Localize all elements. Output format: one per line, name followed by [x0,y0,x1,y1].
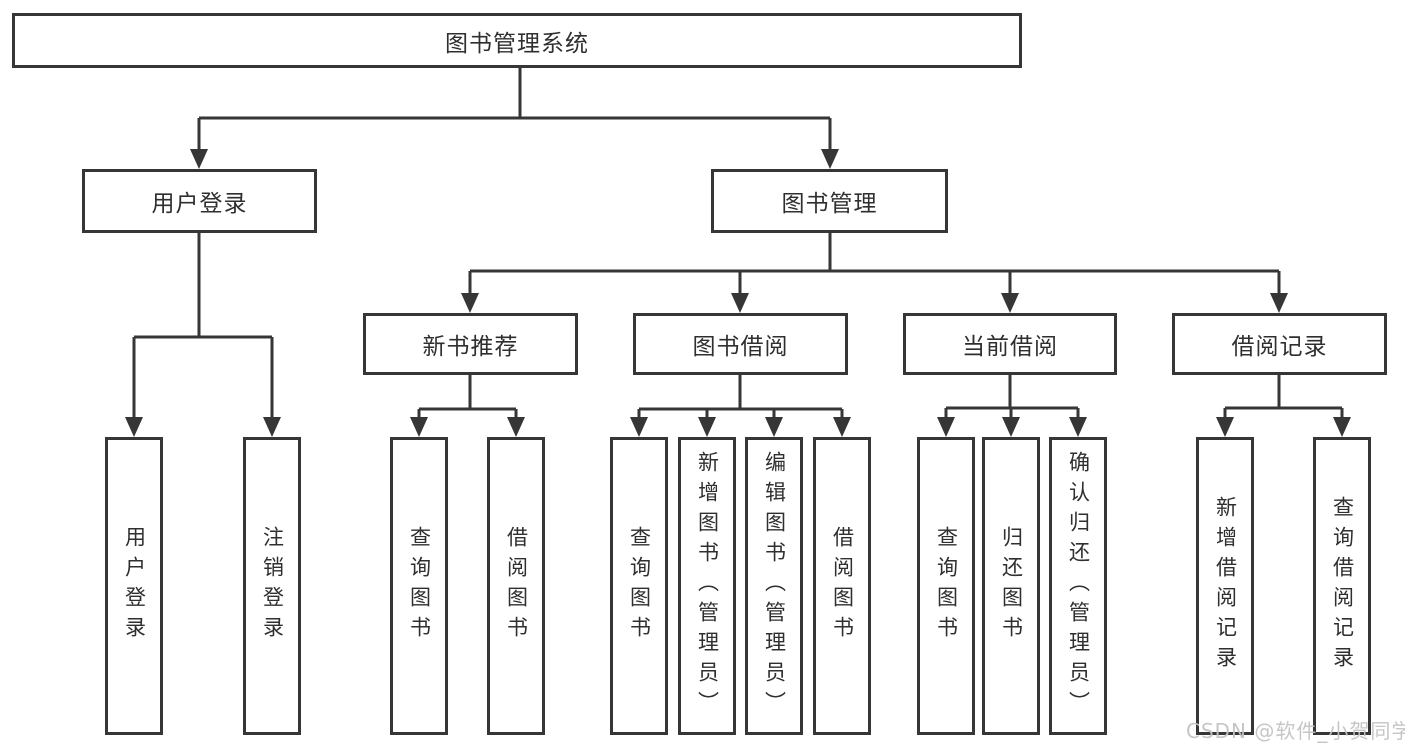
leaf-query-book-recommend: 查询图书 [390,437,448,735]
leaf-add-borrow-record-label: 新增借阅记录 [1213,496,1238,676]
leaf-query-borrow-record: 查询借阅记录 [1313,437,1371,735]
leaf-return-book: 归还图书 [982,437,1040,735]
leaf-query-book-current: 查询图书 [917,437,975,735]
leaf-query-book-borrow: 查询图书 [610,437,668,735]
leaf-logout-login-label: 注销登录 [260,526,285,646]
leaf-borrow-book: 借阅图书 [813,437,871,735]
node-book-borrow: 图书借阅 [633,313,848,375]
leaf-query-book-borrow-label: 查询图书 [627,526,652,646]
leaf-borrow-book-recommend: 借阅图书 [487,437,545,735]
leaf-borrow-book-label: 借阅图书 [830,526,855,646]
node-root-label: 图书管理系统 [445,30,589,57]
node-book-management: 图书管理 [711,169,948,233]
leaf-query-book-current-label: 查询图书 [934,526,959,646]
node-root: 图书管理系统 [12,13,1022,68]
leaf-confirm-return-admin: 确认归还（管理员） [1049,437,1107,735]
leaf-user-login: 用户登录 [105,437,163,735]
node-book-management-label: 图书管理 [781,191,878,217]
leaf-query-borrow-record-label: 查询借阅记录 [1330,496,1355,676]
leaf-logout-login: 注销登录 [243,437,301,735]
node-user-login: 用户登录 [82,169,317,233]
leaf-borrow-book-recommend-label: 借阅图书 [504,526,529,646]
node-current-borrow-label: 当前借阅 [962,334,1058,360]
leaf-query-book-recommend-label: 查询图书 [407,526,432,646]
node-new-book-recommend: 新书推荐 [363,313,578,375]
leaf-user-login-label: 用户登录 [122,526,147,646]
node-book-borrow-label: 图书借阅 [692,334,789,360]
csdn-watermark: CSDN @软件_小贺同学 [1186,719,1405,743]
leaf-add-book-admin-label: 新增图书（管理员） [695,451,720,721]
leaf-edit-book-admin-label: 编辑图书（管理员） [762,451,787,721]
node-borrow-records-label: 借阅记录 [1231,334,1328,360]
node-new-book-recommend-label: 新书推荐 [422,334,519,360]
node-user-login-label: 用户登录 [151,191,248,217]
node-borrow-records: 借阅记录 [1172,313,1387,375]
node-current-borrow: 当前借阅 [903,313,1117,375]
leaf-add-book-admin: 新增图书（管理员） [678,437,736,735]
leaf-confirm-return-admin-label: 确认归还（管理员） [1066,451,1091,721]
leaf-return-book-label: 归还图书 [999,526,1024,646]
leaf-add-borrow-record: 新增借阅记录 [1196,437,1254,735]
leaf-edit-book-admin: 编辑图书（管理员） [745,437,803,735]
